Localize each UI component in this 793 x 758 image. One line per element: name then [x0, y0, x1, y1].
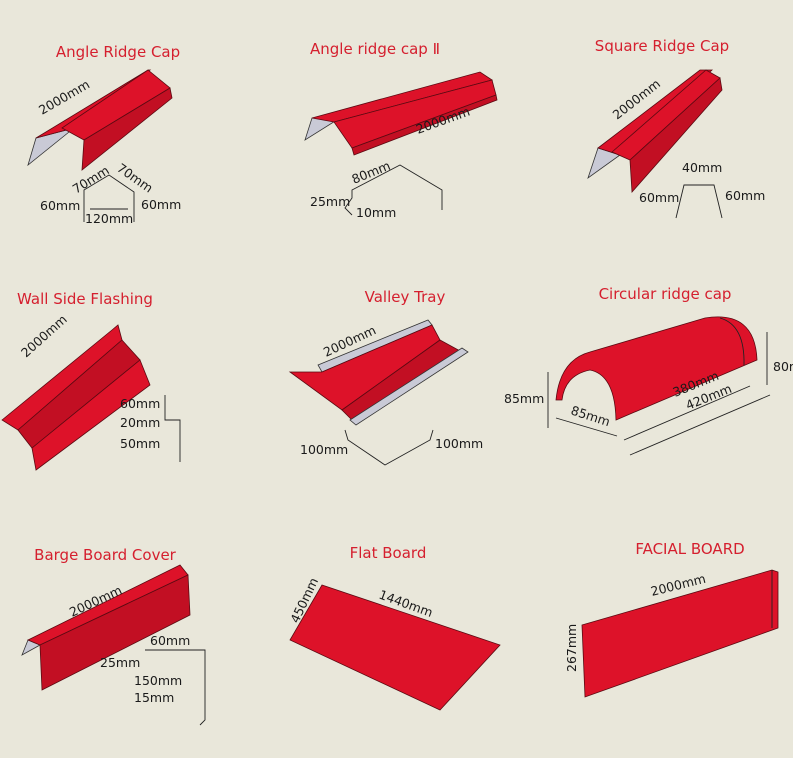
profile-line	[344, 429, 434, 466]
profile-line	[164, 395, 181, 462]
dim-slope-right: 70mm	[114, 160, 156, 195]
product-facial-board: FACIAL BOARD 2000mm 267mm	[564, 540, 779, 698]
left-slope	[288, 324, 441, 411]
dim-side-left: 60mm	[40, 198, 80, 213]
product-angle-ridge-cap: Angle Ridge Cap 2000mm 70mm 70mm 60mm 60…	[27, 43, 181, 226]
board	[289, 584, 501, 711]
dim-side-right: 60mm	[141, 197, 181, 212]
profile-line	[145, 649, 206, 726]
dim-length: 2000mm	[18, 311, 70, 360]
profile-line	[83, 174, 135, 222]
dim-top: 60mm	[150, 633, 190, 648]
right-face	[629, 77, 723, 193]
product-title: Circular ridge cap	[599, 285, 732, 303]
cap-body	[555, 316, 758, 421]
product-title: Wall Side Flashing	[17, 290, 153, 308]
width-arrow	[555, 417, 618, 437]
profile-line	[675, 184, 723, 219]
right-edge	[349, 347, 469, 426]
product-title: Angle Ridge Cap	[56, 43, 180, 61]
left-slope	[35, 69, 152, 139]
dim-lower: 50mm	[120, 436, 160, 451]
dim-step: 20mm	[120, 415, 160, 430]
product-wall-side-flashing: Wall Side Flashing 2000mm 60mm 20mm 50mm	[1, 290, 181, 471]
product-title: Barge Board Cover	[34, 546, 177, 564]
dim-lip: 25mm	[100, 655, 140, 670]
outer-length-arrow	[629, 394, 771, 456]
board-face	[581, 569, 779, 698]
dim-height: 25mm	[310, 194, 350, 209]
side-face	[39, 574, 191, 691]
dim-end-height: 80mm	[773, 359, 793, 374]
side-flange	[351, 94, 498, 156]
dim-slope: 80mm	[350, 158, 393, 187]
product-title: Flat Board	[350, 544, 427, 562]
dim-hem: 10mm	[356, 205, 396, 220]
dim-right: 100mm	[435, 436, 483, 451]
product-valley-tray: Valley Tray 2000mm 100mm 100mm	[288, 288, 483, 466]
upper-face	[1, 324, 123, 431]
dim-top: 40mm	[682, 160, 722, 175]
profile-line	[344, 164, 443, 216]
product-title: FACIAL BOARD	[635, 540, 744, 558]
dim-height: 85mm	[504, 391, 544, 406]
product-title: Angle ridge cap Ⅱ	[310, 40, 440, 58]
dim-slope-left: 70mm	[70, 162, 112, 196]
dim-side-left: 60mm	[639, 190, 679, 205]
dim-upper: 60mm	[120, 396, 160, 411]
dim-side-right: 60mm	[725, 188, 765, 203]
dim-left: 100mm	[300, 442, 348, 457]
inner-length-arrow	[623, 385, 751, 441]
product-barge-board-cover: Barge Board Cover 2000mm 60mm 25mm 150mm…	[21, 546, 206, 726]
right-side	[81, 87, 173, 171]
dim-hem: 15mm	[134, 690, 174, 705]
product-title: Valley Tray	[365, 288, 446, 306]
lower-face	[31, 359, 151, 471]
product-square-ridge-cap: Square Ridge Cap 2000mm 40mm 60mm 60mm	[587, 37, 765, 219]
product-title: Square Ridge Cap	[595, 37, 729, 55]
dim-width: 120mm	[85, 211, 133, 226]
end-rib	[719, 317, 745, 366]
product-circular-ridge-cap: Circular ridge cap 85mm 85mm 380mm 420mm…	[504, 285, 793, 456]
product-angle-ridge-cap-2: Angle ridge cap Ⅱ 2000mm 80mm 25mm 10mm	[304, 40, 498, 220]
dim-height: 267mm	[564, 624, 579, 672]
dim-width: 85mm	[569, 403, 612, 430]
dim-height: 150mm	[134, 673, 182, 688]
product-flat-board: Flat Board 450mm 1440mm	[287, 544, 501, 711]
